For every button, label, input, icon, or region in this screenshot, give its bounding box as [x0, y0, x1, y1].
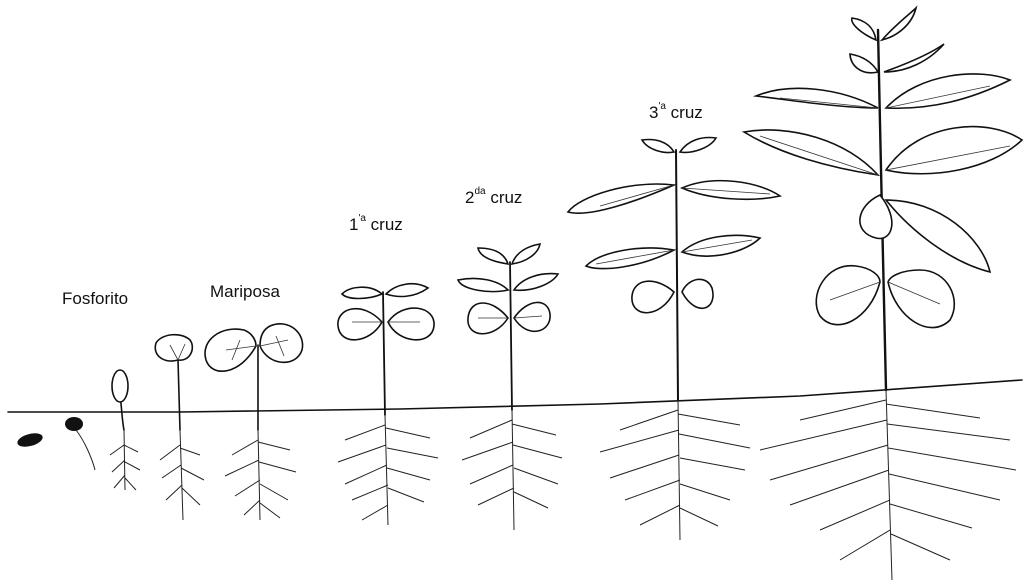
stage-5-second-cross-plant [458, 244, 562, 530]
label-second-cross: 2da cruz [465, 188, 522, 208]
label-fosforito: Fosforito [62, 289, 128, 309]
stage-1-seed [16, 417, 95, 470]
label-first-cross: 1'a cruz [349, 215, 403, 235]
stage-3b-mariposa-plant [205, 324, 303, 520]
label-first-cross-suffix: 'a [358, 213, 365, 224]
stage-4-first-cross-plant [338, 284, 438, 525]
label-third-cross-word: cruz [666, 103, 703, 122]
label-third-cross-suffix: 'a [658, 101, 665, 112]
label-third-cross: 3'a cruz [649, 103, 703, 123]
label-second-cross-word: cruz [486, 188, 523, 207]
stage-7-mature-plant [744, 8, 1022, 580]
label-second-cross-suffix: da [474, 186, 485, 197]
stage-6-third-cross-plant [568, 138, 780, 540]
stage-3a-plant [155, 335, 204, 520]
label-first-cross-word: cruz [366, 215, 403, 234]
seed-2 [65, 417, 83, 431]
seed-1 [16, 431, 44, 449]
soil-line [8, 380, 1022, 412]
label-mariposa: Mariposa [210, 282, 280, 302]
stage-2-fosforito-plant [110, 370, 140, 490]
